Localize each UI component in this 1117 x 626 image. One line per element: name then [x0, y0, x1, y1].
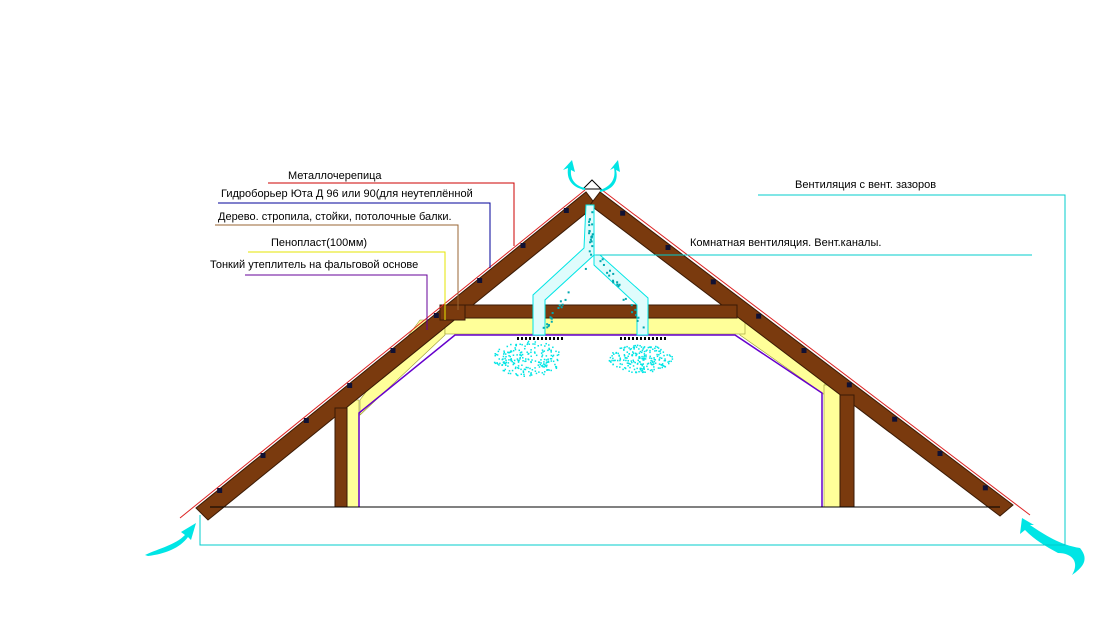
foam-left-wall	[346, 399, 360, 508]
leader-ventilation-gaps	[199, 194, 1066, 546]
vent-grille-slot	[628, 337, 630, 340]
ceiling-joist	[439, 304, 466, 321]
airflow-arrow-icon	[1020, 518, 1085, 575]
label-metal-tile: Металлочерепица	[288, 170, 382, 182]
fastener	[520, 243, 526, 248]
vent-grille-slot	[648, 337, 650, 340]
vent-grille-slot	[636, 337, 638, 340]
foam-ceiling-strip	[444, 317, 746, 335]
vent-grille-slot	[656, 337, 658, 340]
wood-structure	[195, 191, 1014, 521]
fastener	[217, 488, 223, 493]
rafter-right	[589, 191, 1014, 517]
fasteners	[217, 208, 988, 493]
fastener	[892, 416, 898, 422]
vent-grille-slot	[533, 337, 535, 340]
label-ventilation-gaps: Вентиляция с вент. зазоров	[795, 179, 936, 191]
label-foam: Пенопласт(100мм)	[271, 237, 367, 249]
fastener	[846, 382, 852, 388]
fastener	[665, 245, 671, 250]
vent-grille-slot	[644, 337, 646, 340]
vent-grille-slot	[624, 337, 626, 340]
fastener	[390, 348, 396, 353]
vent-grille-slot	[557, 337, 559, 340]
fastener	[433, 313, 439, 318]
fastener	[563, 208, 569, 213]
vent-grille-slot	[664, 337, 666, 340]
vent-grilles	[517, 337, 666, 340]
fastener	[756, 313, 762, 319]
ceiling-joist-upper	[454, 304, 738, 319]
metal-tile-right	[601, 189, 1031, 516]
vent-grille-slot	[525, 337, 527, 340]
fastener	[982, 485, 988, 491]
vent-channels	[532, 204, 649, 336]
fastener	[937, 451, 943, 456]
ridge-vent-icon	[581, 179, 603, 190]
leader-thin-insulation	[245, 274, 428, 330]
vent-grille-slot	[561, 337, 563, 340]
fastener	[710, 279, 716, 285]
post-left	[334, 407, 348, 508]
leader-foam	[248, 251, 446, 320]
vent-grille-slot	[521, 337, 523, 340]
vent-grille-slot	[541, 337, 543, 340]
fastener	[477, 278, 483, 283]
label-thin-insulation: Тонкий утеплитель на фальговой основе	[210, 259, 418, 271]
label-membrane: Гидроборьер Юта Д 96 или 90(для неутеплё…	[221, 188, 473, 200]
vent-grille-slot	[553, 337, 555, 340]
fastener	[347, 383, 353, 388]
vent-channel-left	[532, 204, 595, 336]
vent-grille-slot	[620, 337, 622, 340]
airflow-arrow-icon	[145, 523, 196, 556]
label-room-ventilation: Комнатная вентиляция. Вент.каналы.	[690, 237, 881, 249]
vent-grille-slot	[529, 337, 531, 340]
vent-grille-slot	[549, 337, 551, 340]
post-right	[839, 394, 855, 508]
fastener	[620, 210, 626, 216]
airflow-arrow-icon	[600, 160, 620, 192]
leader-wood	[215, 224, 459, 310]
vent-grille-slot	[545, 337, 547, 340]
label-wood: Дерево. стропила, стойки, потолочные бал…	[218, 211, 452, 223]
thin-insulation-left	[358, 334, 823, 507]
leader-membrane	[218, 202, 491, 268]
vent-grille-slot	[517, 337, 519, 340]
fastener	[260, 453, 266, 458]
metal-tile-line	[179, 189, 1031, 519]
airflow-arrow-icon	[563, 160, 585, 190]
foam-right-wall	[823, 384, 841, 508]
vent-grille-slot	[660, 337, 662, 340]
thin-insulation	[358, 334, 823, 507]
air-dispersion	[493, 211, 674, 378]
vent-grille-slot	[537, 337, 539, 340]
fastener	[303, 418, 309, 423]
leader-metal-tile	[268, 182, 515, 246]
vent-grille-slot	[652, 337, 654, 340]
fastener	[801, 348, 807, 353]
leader-lines	[199, 182, 1066, 546]
metal-tile-left	[179, 189, 586, 519]
airflow-arrows	[145, 160, 1085, 575]
vent-channel-right	[593, 254, 649, 336]
vent-grille-slot	[640, 337, 642, 340]
vent-grille-slot	[632, 337, 634, 340]
